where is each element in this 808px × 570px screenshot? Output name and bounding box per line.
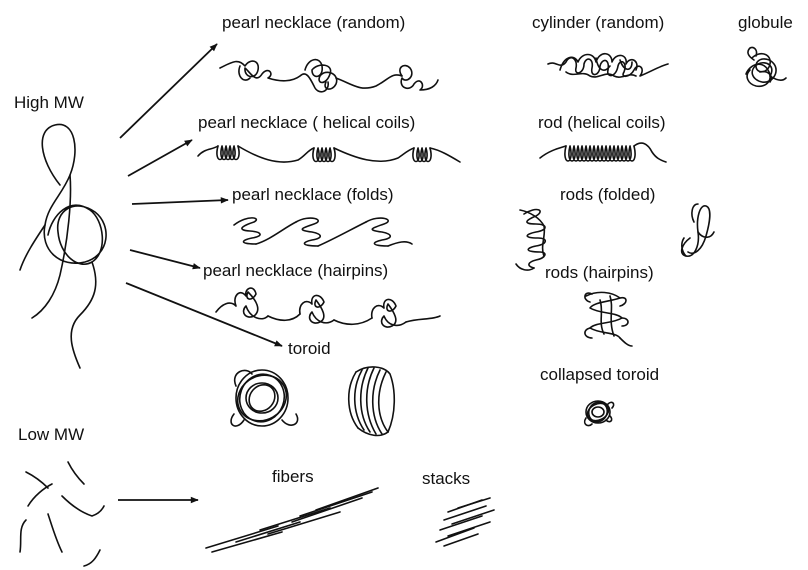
high-mw-coil xyxy=(20,124,106,368)
stacks-drawing xyxy=(436,498,494,546)
low-mw-fragments xyxy=(20,462,104,566)
pearl-hairpins-drawing xyxy=(216,288,440,327)
high-mw-arrows xyxy=(120,44,282,346)
rods-hairpins-drawing xyxy=(585,292,632,346)
pearl-folds-drawing xyxy=(234,218,412,246)
rods-folded-drawing xyxy=(516,210,545,271)
pearl-random-drawing xyxy=(220,60,438,92)
toroid-drawing xyxy=(229,366,297,429)
cylinder-random-drawing xyxy=(548,54,668,77)
rods-folded-alt-drawing xyxy=(682,204,714,256)
toroid-side-drawing xyxy=(349,367,395,436)
globule-drawing xyxy=(746,47,786,86)
pearl-helical-drawing xyxy=(198,146,460,162)
fibers-drawing xyxy=(206,488,378,552)
collapsed-toroid-drawing xyxy=(585,399,614,426)
rod-helical-drawing xyxy=(540,143,666,162)
